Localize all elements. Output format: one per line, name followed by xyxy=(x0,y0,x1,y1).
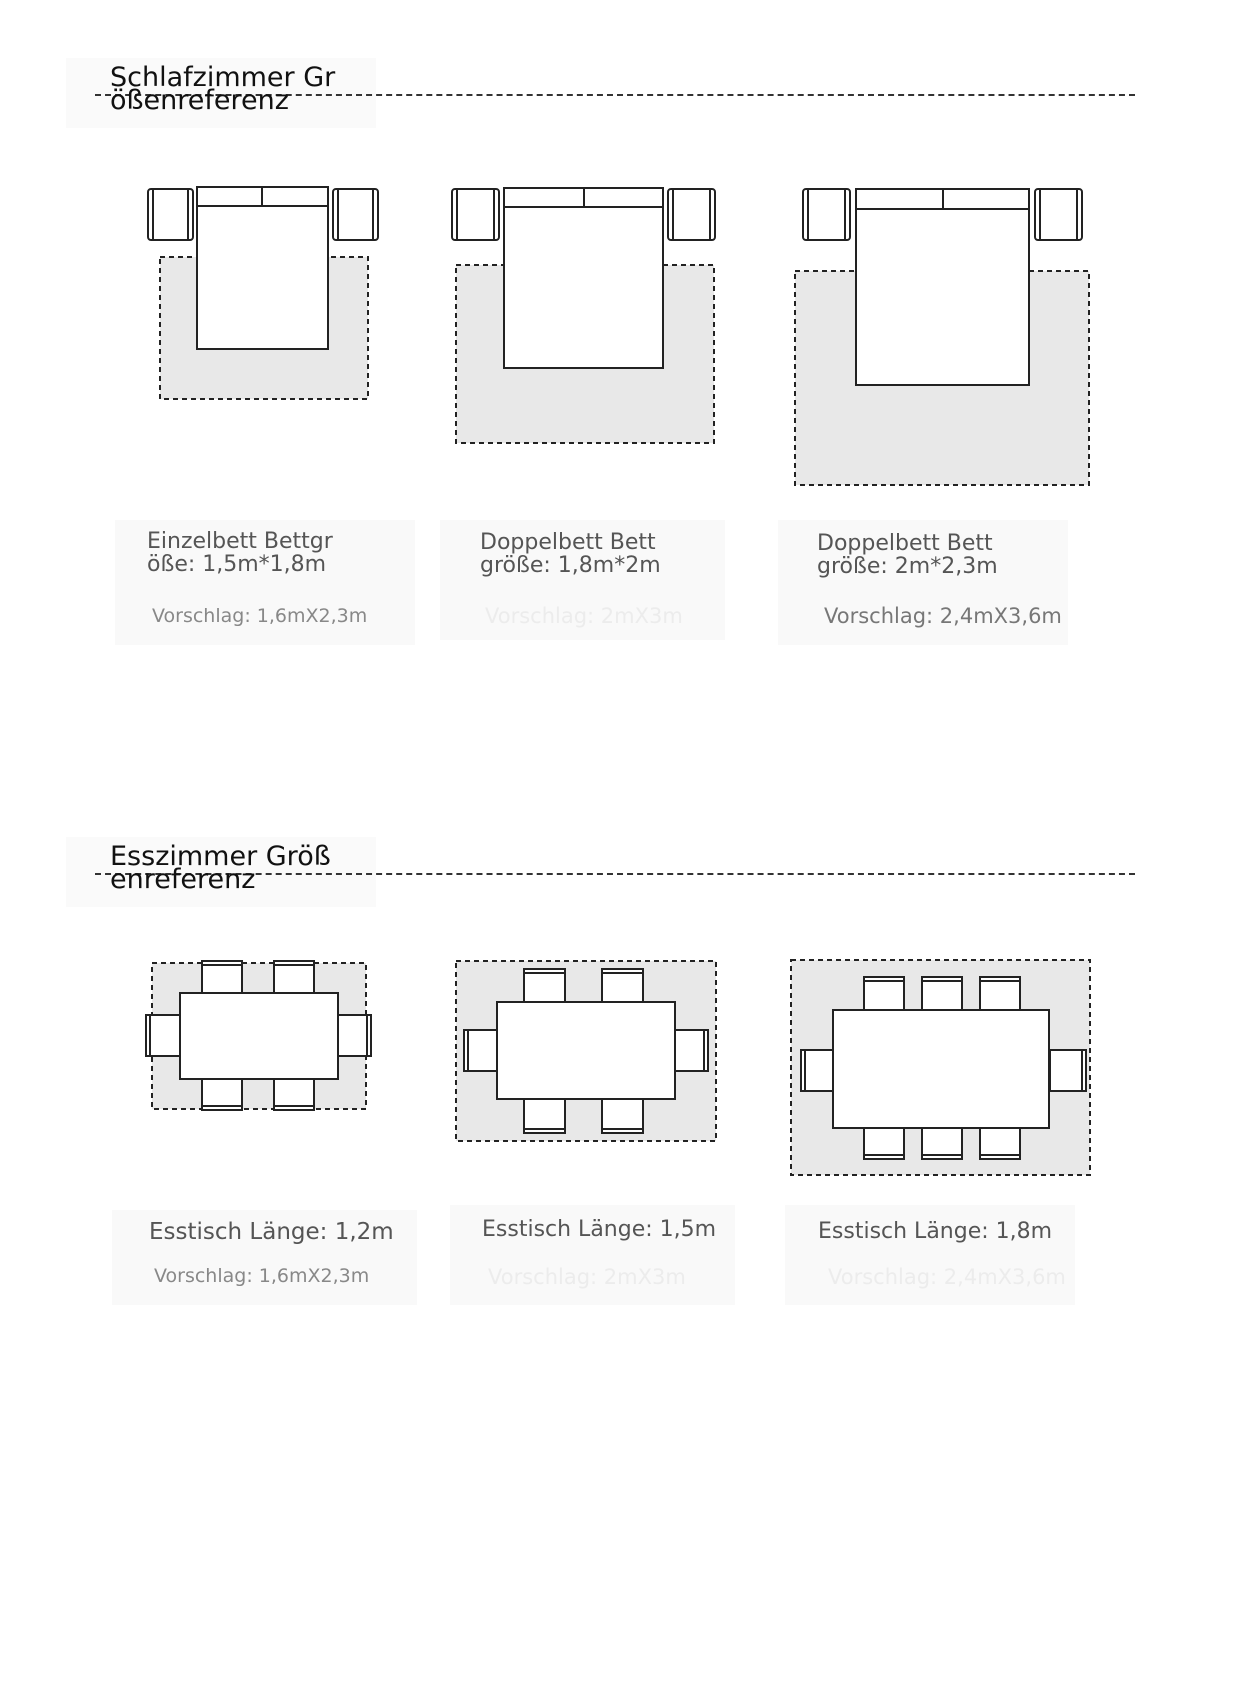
bedroom-section-title: Schlafzimmer Gr ößenreferenz xyxy=(110,62,336,116)
chair-right xyxy=(335,1014,372,1057)
chair-left xyxy=(463,1029,501,1072)
caption-suggestion: Vorschlag: 2,4mX3,6m xyxy=(828,1265,1066,1289)
header-background xyxy=(66,58,376,128)
chair-bottom-1 xyxy=(201,1075,243,1111)
caption-suggestion: Vorschlag: 2mX3m xyxy=(488,1265,686,1289)
chair-top-3 xyxy=(979,976,1021,1012)
dining-table xyxy=(832,1009,1050,1129)
chair-top-1 xyxy=(201,960,243,996)
nightstand-right xyxy=(667,188,716,241)
chair-left xyxy=(145,1014,182,1057)
header-dashed-line xyxy=(95,94,1135,96)
chair-bottom-2 xyxy=(921,1124,963,1160)
chair-bottom-2 xyxy=(601,1096,644,1134)
caption-background xyxy=(440,520,725,640)
dining-table-6-diagram xyxy=(455,960,717,1142)
bed xyxy=(196,186,329,350)
caption-title: Doppelbett Bett größe: 1,8m*2m xyxy=(480,530,661,578)
bedroom-section-header: Schlafzimmer Gr ößenreferenz xyxy=(0,58,1242,138)
caption-background xyxy=(778,520,1068,645)
bed xyxy=(503,187,664,369)
chair-top-2 xyxy=(273,960,315,996)
header-background xyxy=(66,837,376,907)
dining-table-8-diagram xyxy=(790,959,1091,1176)
double-bed-diagram xyxy=(451,187,716,444)
dining-table xyxy=(496,1001,676,1100)
nightstand-right xyxy=(1034,188,1083,241)
caption-suggestion: Vorschlag: 2mX3m xyxy=(485,604,683,628)
bed xyxy=(855,188,1030,386)
caption-background xyxy=(112,1210,417,1305)
caption-background xyxy=(450,1205,735,1305)
chair-top-1 xyxy=(523,968,566,1006)
nightstand-left xyxy=(451,188,500,241)
chair-bottom-3 xyxy=(979,1124,1021,1160)
caption-title: Esstisch Länge: 1,5m xyxy=(482,1217,717,1242)
king-bed-diagram xyxy=(794,188,1090,486)
dining-table xyxy=(179,992,339,1080)
single-bed-diagram xyxy=(147,186,379,400)
chair-top-1 xyxy=(863,976,905,1012)
caption-background xyxy=(115,520,415,645)
caption-background xyxy=(785,1205,1075,1305)
chair-top-2 xyxy=(601,968,644,1006)
caption-title: Einzelbett Bettgr öße: 1,5m*1,8m xyxy=(147,529,333,577)
header-dashed-line xyxy=(95,873,1135,875)
dining-section-title: Esszimmer Größ enreferenz xyxy=(110,841,331,895)
caption-suggestion: Vorschlag: 1,6mX2,3m xyxy=(154,1265,370,1287)
dining-section-header: Esszimmer Größ enreferenz xyxy=(0,837,1242,917)
dining-table-4-diagram xyxy=(145,960,372,1111)
chair-right xyxy=(671,1029,709,1072)
chair-right xyxy=(1049,1049,1087,1092)
nightstand-left xyxy=(147,188,194,241)
chair-left xyxy=(800,1049,838,1092)
chair-top-2 xyxy=(921,976,963,1012)
chair-bottom-1 xyxy=(863,1124,905,1160)
caption-suggestion: Vorschlag: 1,6mX2,3m xyxy=(152,605,368,627)
nightstand-right xyxy=(332,188,379,241)
caption-suggestion: Vorschlag: 2,4mX3,6m xyxy=(824,604,1062,628)
caption-title: Esstisch Länge: 1,8m xyxy=(818,1219,1053,1244)
chair-bottom-1 xyxy=(523,1096,566,1134)
caption-title: Doppelbett Bett größe: 2m*2,3m xyxy=(817,531,998,579)
caption-title: Esstisch Länge: 1,2m xyxy=(149,1219,394,1245)
chair-bottom-2 xyxy=(273,1075,315,1111)
nightstand-left xyxy=(802,188,851,241)
